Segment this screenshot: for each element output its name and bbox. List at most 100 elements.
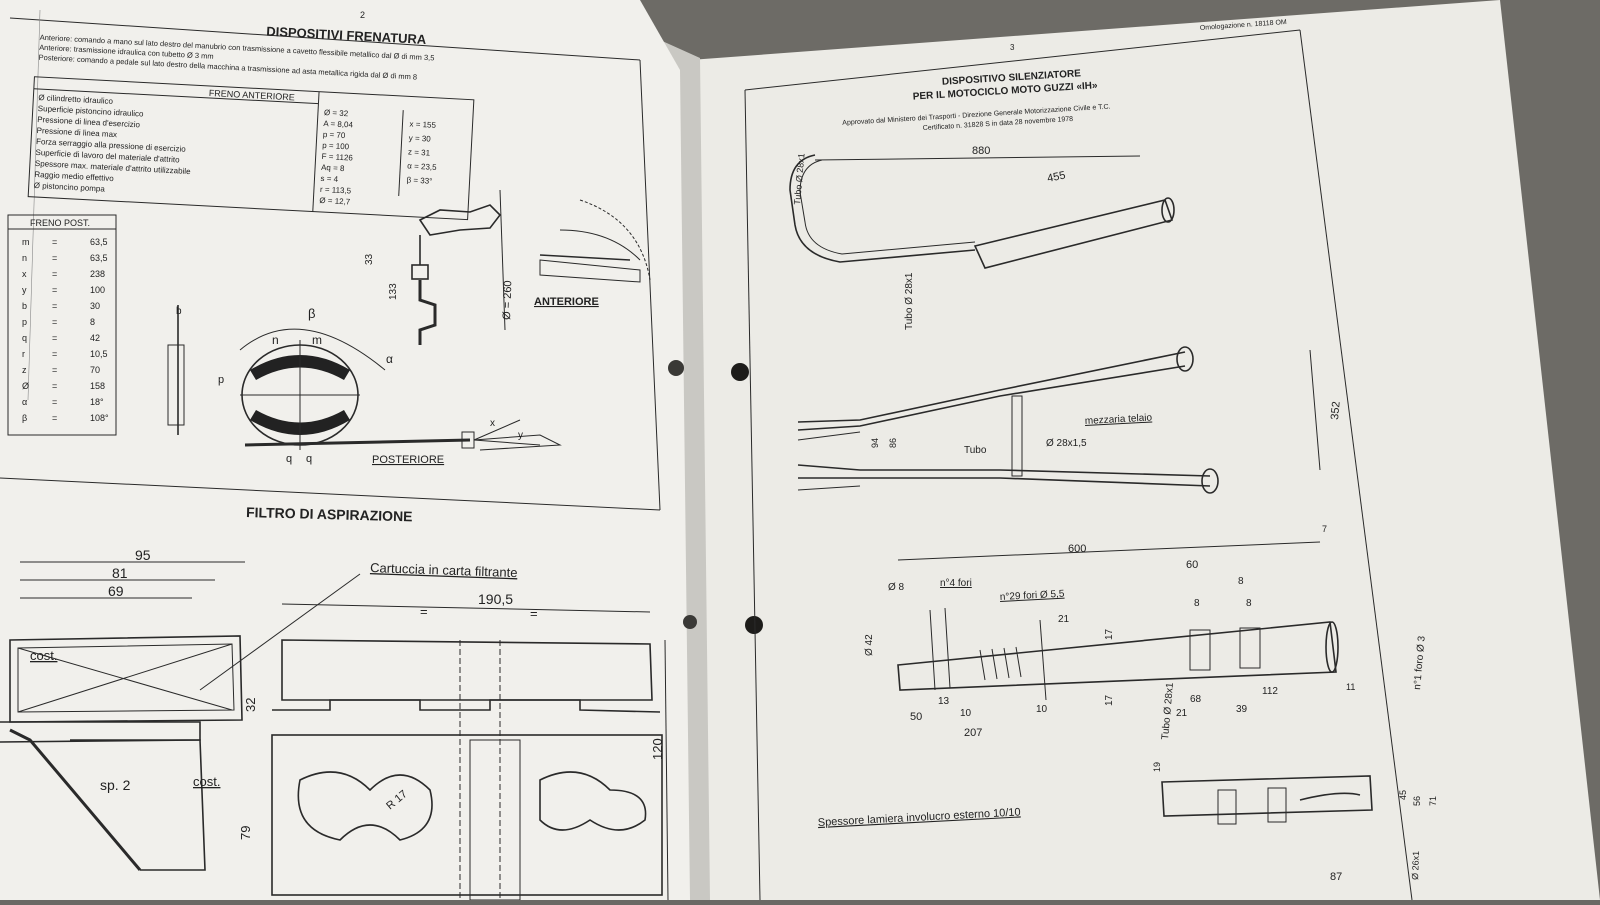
dim-68: 68: [1190, 694, 1202, 705]
page-number: 3: [1010, 43, 1015, 52]
fori29-label: n°29 fori Ø 5,5: [1000, 589, 1066, 603]
dim-y: y: [518, 430, 523, 441]
dim-60: 60: [1186, 559, 1198, 571]
rear-table-cell: 238: [90, 269, 105, 279]
dim-260: Ø = 260: [501, 280, 514, 320]
filter-drawing: 95 81 69 cost. sp. 2 cost. 32 79 Cartucc…: [0, 547, 669, 901]
dim-19: 19: [1152, 762, 1162, 772]
dim-13: 13: [938, 696, 950, 707]
front-table-value: s = 4: [320, 174, 339, 184]
rear-table-cell: 63,5: [90, 237, 108, 247]
mezzaria-label: mezzaria telaio: [1085, 412, 1153, 427]
dim-21: 21: [1058, 614, 1070, 625]
rear-table-cell: 8: [90, 317, 95, 327]
rear-table-header: FRENO POST.: [30, 218, 90, 228]
dim-phi42: Ø 42: [864, 634, 875, 656]
rear-table-cell: α: [22, 397, 27, 407]
dim-17: 17: [1104, 694, 1115, 706]
rear-table-cell: n: [22, 253, 27, 263]
front-table-value: p = 70: [323, 130, 346, 140]
rear-table-cell: =: [52, 349, 57, 359]
dim-n: n: [272, 333, 279, 347]
rear-table-cell: =: [52, 317, 57, 327]
dim-455: 455: [1046, 169, 1066, 185]
dim-45: 45: [1398, 790, 1408, 800]
rear-table-cell: 70: [90, 365, 100, 375]
front-table-value: p = 100: [322, 141, 350, 151]
dim-m: m: [312, 333, 322, 347]
front-table-extra: β = 33°: [406, 175, 432, 185]
dim-10: 10: [960, 708, 972, 719]
rear-table-cell: =: [52, 285, 57, 295]
dim-352: 352: [1329, 401, 1343, 420]
front-table-value: Aq = 8: [321, 163, 345, 173]
dim-133: 133: [388, 283, 399, 300]
dim-q: q: [306, 453, 312, 465]
rear-table-cell: 100: [90, 285, 105, 295]
foro-right-label: n°1 foro Ø 3: [1412, 635, 1428, 690]
dim-33: 33: [364, 253, 375, 265]
dim-87: 87: [1330, 871, 1342, 883]
tubo-phi-label: Tubo Ø 28x1: [1160, 682, 1176, 741]
front-table-label: Ø pistoncino pompa: [34, 181, 106, 194]
dim-880: 880: [972, 145, 990, 157]
page-number: 2: [360, 10, 365, 20]
cartridge-label: Cartuccia in carta filtrante: [370, 560, 518, 580]
rear-table-cell: =: [52, 365, 57, 375]
rear-table-cell: 18°: [90, 397, 104, 407]
dim-50: 50: [910, 711, 922, 723]
rear-table-cell: 108°: [90, 413, 109, 423]
rear-brake-table: FRENO POST. m = 63,5 n = 63,5 x = 238 y = 100 b = 30 p =…: [7, 214, 117, 436]
tubo-side-label: Tubo Ø 28x1: [792, 153, 806, 205]
filter-title: FILTRO DI ASPIRAZIONE: [246, 504, 413, 524]
rear-table-cell: y: [22, 285, 27, 295]
rear-table-cell: 63,5: [90, 253, 108, 263]
dim-7: 7: [1322, 524, 1327, 534]
rear-table-cell: x: [22, 269, 27, 279]
front-table-value: r = 113,5: [320, 185, 352, 196]
dim-120: 120: [650, 738, 665, 760]
dim-56: 56: [1412, 796, 1422, 806]
rear-table-cell: =: [52, 381, 57, 391]
dim-26: Ø 26x1: [1410, 851, 1421, 880]
rear-table-cell: m: [22, 237, 30, 247]
dim-69: 69: [108, 583, 124, 599]
exhaust-side-view: 880 455 Tubo Ø 28x1 Tubo Ø 28x1: [789, 145, 1175, 330]
exhaust-top-view: 352 mezzaria telaio Tubo Ø 28x1,5 94 86: [797, 346, 1343, 494]
dim-17: 17: [1104, 628, 1115, 640]
dim-phi8: Ø 8: [888, 582, 905, 593]
dim-71: 71: [1428, 796, 1438, 806]
dim-8: 8: [1194, 598, 1200, 609]
front-table-extra: z = 31: [408, 147, 431, 157]
front-table-label: Pressione di linea max: [36, 126, 117, 139]
front-table-value: Ø = 32: [324, 108, 349, 118]
rear-table-cell: 10,5: [90, 349, 108, 359]
rear-table-cell: =: [52, 333, 57, 343]
dim-94: 94: [870, 438, 880, 448]
dim-8: 8: [1238, 576, 1244, 587]
rear-table-cell: b: [22, 301, 27, 311]
tubo-dim: Ø 28x1,5: [1046, 438, 1087, 449]
dim-32: 32: [243, 698, 258, 712]
label-anteriore: ANTERIORE: [534, 296, 599, 308]
front-table-value: Ø = 12,7: [319, 196, 351, 207]
binder-hole: [731, 363, 749, 381]
dim-39: 39: [1236, 704, 1248, 715]
rear-table-cell: p: [22, 317, 27, 327]
front-table-header: FRENO ANTERIORE: [209, 88, 295, 102]
dim-10: 10: [1036, 704, 1048, 715]
binder-hole: [745, 616, 763, 634]
rear-table-cell: 42: [90, 333, 100, 343]
dim-p: p: [218, 374, 224, 386]
eq-mark: =: [420, 604, 428, 619]
rear-table-cell: 30: [90, 301, 100, 311]
rear-table-cell: q: [22, 333, 27, 343]
dim-79: 79: [238, 826, 253, 840]
rear-table-cell: Ø: [22, 381, 29, 391]
dim-11: 11: [1346, 682, 1355, 692]
dim-207: 207: [964, 727, 982, 739]
right-page: [690, 0, 1600, 900]
sp-label: sp. 2: [100, 777, 131, 793]
